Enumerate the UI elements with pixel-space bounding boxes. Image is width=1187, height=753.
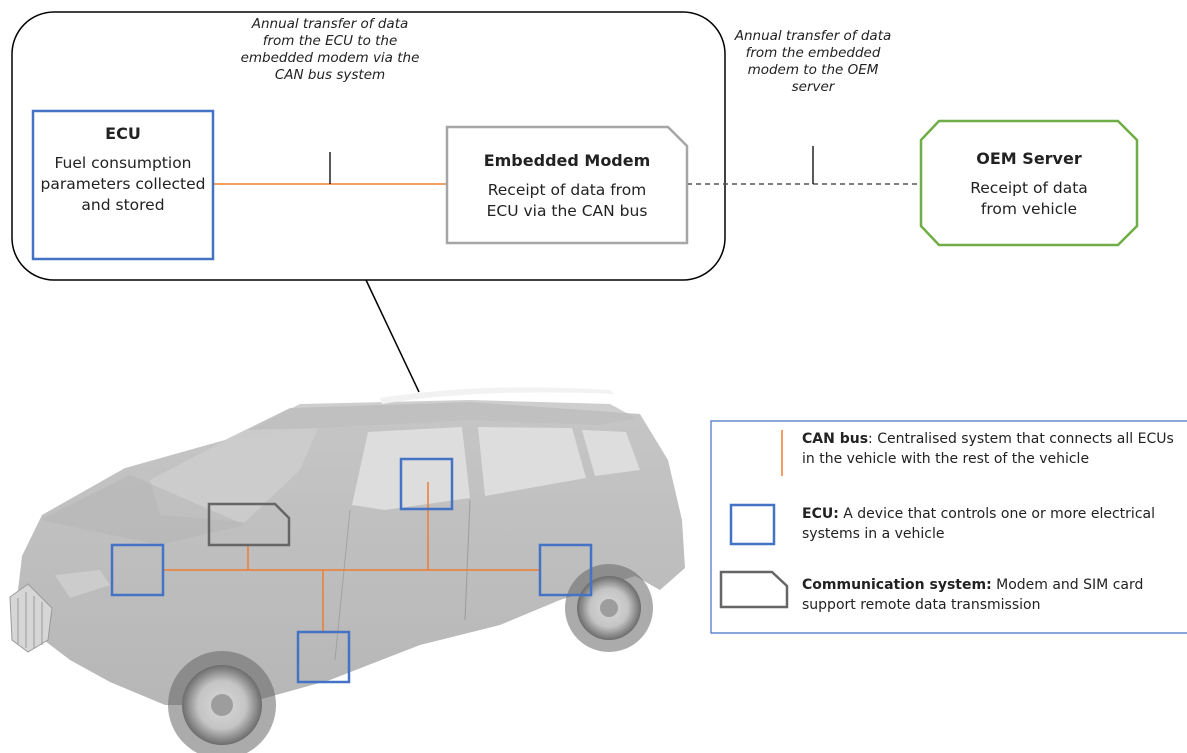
modem-title: Embedded Modem [483, 151, 651, 170]
container-car-connector [365, 279, 420, 393]
car-illustration [9, 387, 685, 753]
modem-box [445, 125, 689, 245]
legend-ecu: ECU: A device that controls one or more … [802, 504, 1172, 544]
legend-communication-text: Modem and SIM card support remote data t… [802, 577, 1144, 613]
legend-communication: Communication system: Modem and SIM card… [802, 575, 1172, 615]
car-ecu-front [110, 543, 165, 597]
car-communication-system [207, 502, 291, 547]
ecu-box [31, 109, 215, 261]
legend-ecu-term: ECU: [802, 506, 839, 522]
legend-ecu-symbol [729, 503, 776, 546]
ecu-title: ECU [105, 124, 141, 143]
oem-server-box [919, 119, 1139, 247]
annotation-ecu-to-modem: Annual transfer of data from the ECU to … [240, 16, 420, 83]
modem-description: Receipt of data from ECU via the CAN bus [486, 181, 648, 220]
legend-can-bus: CAN bus: Centralised system that connect… [802, 429, 1186, 469]
can-bus-network [163, 482, 540, 632]
oem-box-content: OEM Server Receipt of data from vehicle [921, 149, 1137, 220]
modem-box-content: Embedded Modem Receipt of data from ECU … [447, 151, 687, 222]
legend-can-bus-text: : Centralised system that connects all E… [802, 431, 1174, 467]
car-ecu-rear [538, 543, 593, 597]
ecu-description: Fuel consumption parameters collected an… [40, 154, 206, 214]
oem-title: OEM Server [976, 149, 1082, 168]
legend-ecu-text: A device that controls one or more elect… [802, 506, 1155, 542]
legend-can-bus-term: CAN bus [802, 431, 869, 447]
car-ecu-upper [399, 457, 454, 511]
legend-communication-symbol [719, 570, 789, 609]
ecu-box-content: ECU Fuel consumption parameters collecte… [33, 124, 213, 216]
legend-communication-term: Communication system: [802, 577, 992, 593]
oem-description: Receipt of data from vehicle [970, 179, 1088, 218]
annotation-modem-to-oem: Annual transfer of data from the embedde… [734, 28, 892, 95]
legend-frame [710, 420, 1187, 634]
car-ecu-lower [296, 630, 351, 684]
